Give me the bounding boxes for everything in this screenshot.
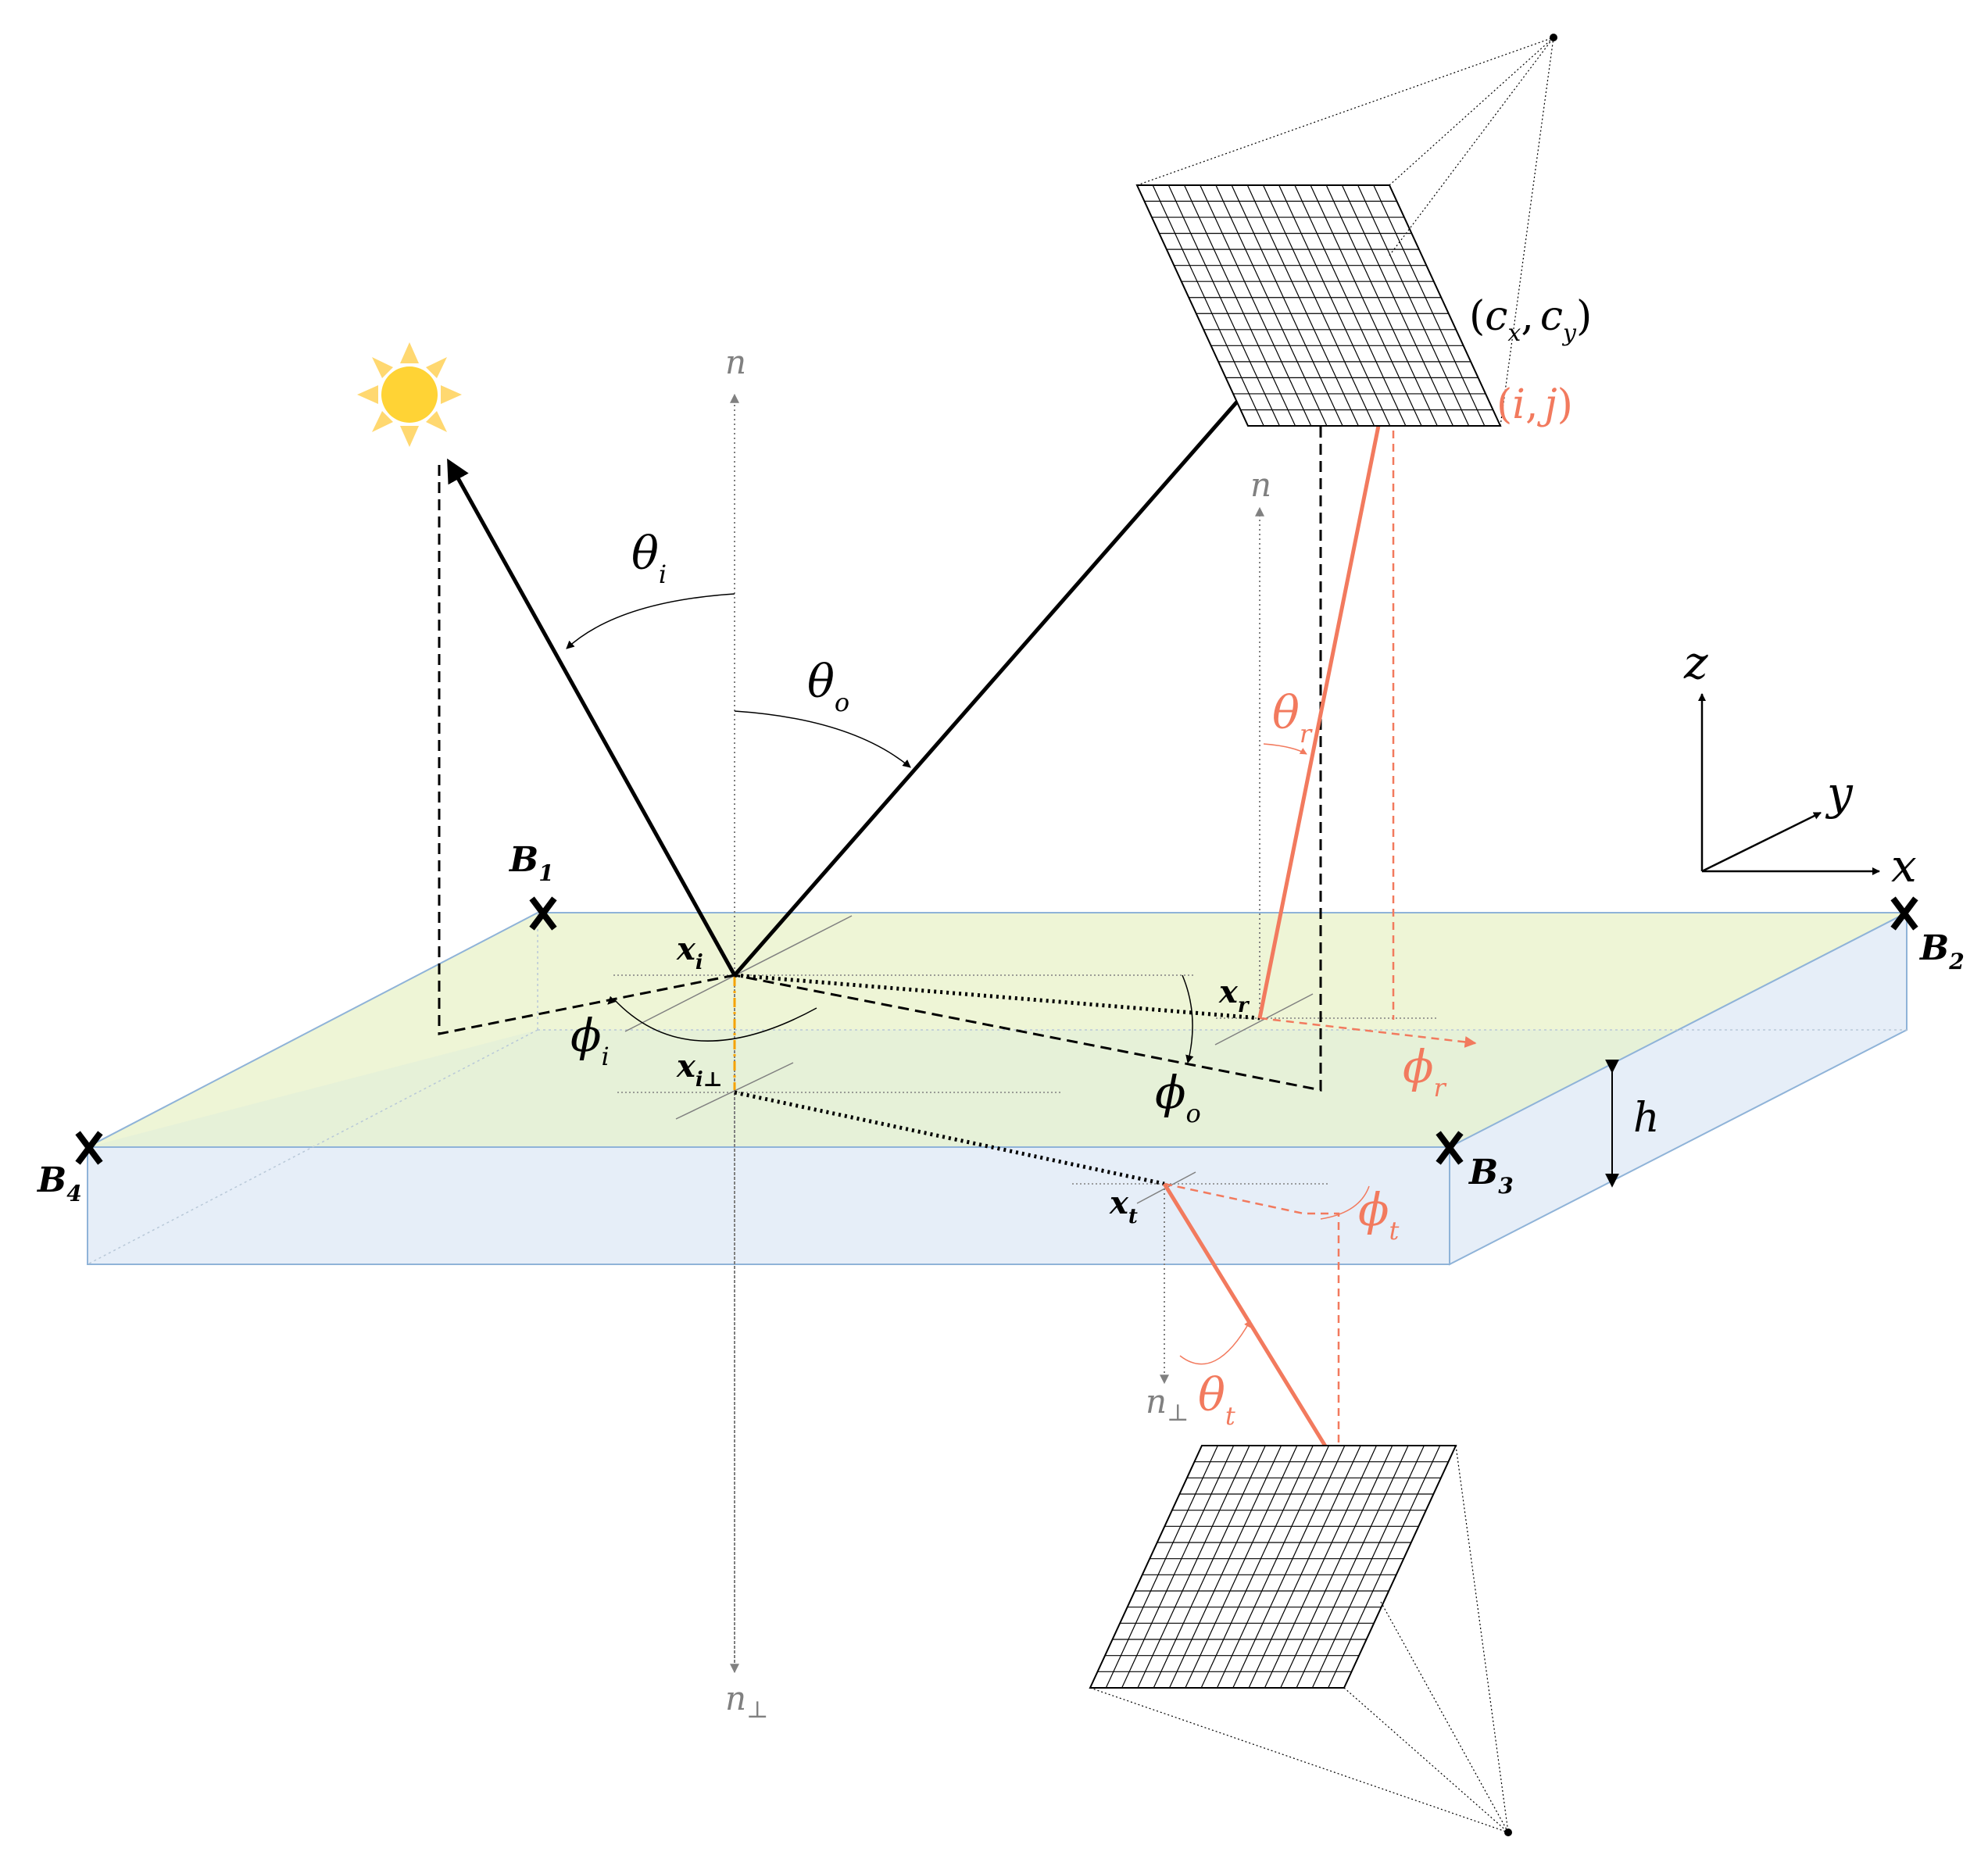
label-x-i: xi	[676, 931, 703, 974]
grid-line	[1185, 1445, 1298, 1689]
top-camera	[1135, 34, 1557, 427]
label-x-r: xr	[1218, 974, 1250, 1017]
label-theta-r: θr	[1272, 686, 1313, 749]
grid-line	[1264, 1445, 1377, 1689]
projection-lines	[438, 306, 1322, 1092]
label-b1: B1	[508, 840, 554, 886]
grid-line	[1357, 184, 1470, 427]
label-cxcy: (cx,cy)	[1469, 293, 1592, 347]
incident-ray	[447, 458, 737, 977]
label-axis-y: y	[1825, 767, 1854, 820]
label-phi-o: ϕo	[1155, 1066, 1201, 1128]
grid-line	[1373, 184, 1486, 427]
grid-line	[1216, 1445, 1330, 1689]
slab-front-face	[87, 1146, 1450, 1265]
bottom-camera-pixel-grid	[1097, 1445, 1449, 1689]
corner-b1-x-mark-icon	[529, 896, 557, 931]
top-camera-frustum	[1136, 37, 1554, 427]
label-n-top: n	[725, 343, 746, 381]
bottom-camera	[1089, 1445, 1512, 1836]
grid-line	[1325, 184, 1438, 427]
slab-hidden-edge-c	[87, 1029, 538, 1265]
label-x-t: xt	[1109, 1185, 1138, 1228]
top-camera-center	[1550, 34, 1557, 41]
bottom-camera-center	[1504, 1828, 1512, 1836]
outgoing-ray	[733, 305, 1322, 977]
label-ij: (i,j)	[1496, 381, 1573, 428]
grid-line	[1105, 1445, 1218, 1689]
label-phi-t: ϕt	[1358, 1183, 1400, 1246]
labels: n n n⊥ n⊥ θi θo θr θt ϕi ϕo ϕr ϕt xi xr …	[36, 293, 1965, 1724]
grid-line	[1294, 184, 1407, 427]
label-axis-z: z	[1683, 636, 1708, 689]
dotted-paths	[734, 973, 1260, 1186]
label-n-perp-center: n⊥	[725, 1679, 768, 1724]
label-b4: B4	[36, 1160, 82, 1206]
label-axis-x: x	[1891, 839, 1917, 892]
grid-line	[1215, 184, 1328, 427]
grid-line	[1200, 1445, 1314, 1689]
grid-line	[1278, 184, 1391, 427]
bottom-camera-frustum	[1089, 1445, 1509, 1833]
grid-line	[1231, 184, 1343, 427]
grid-line	[1248, 1445, 1361, 1689]
corner-b2-x-mark-icon	[1890, 896, 1918, 931]
label-phi-i: ϕi	[570, 1009, 610, 1071]
grid-line	[1153, 1445, 1266, 1689]
rays	[447, 305, 1322, 977]
label-n-perp-right: n⊥	[1146, 1382, 1189, 1427]
grid-line	[1296, 1445, 1409, 1689]
label-b3: B3	[1468, 1153, 1514, 1199]
grid-line	[1246, 184, 1359, 427]
label-theta-i: θi	[631, 527, 667, 589]
grid-line	[1200, 184, 1312, 427]
label-x-i-perp: xi⊥	[676, 1048, 723, 1092]
grid-line	[1310, 184, 1422, 427]
grid-line	[1184, 184, 1296, 427]
grid-line	[1280, 1445, 1393, 1689]
grid-line	[1232, 1445, 1346, 1689]
grid-line	[1262, 184, 1375, 427]
label-theta-o: θo	[807, 655, 849, 717]
sun-icon	[357, 342, 462, 447]
grid-line	[1311, 1445, 1425, 1689]
label-phi-r: ϕr	[1403, 1040, 1447, 1103]
grid-line	[1328, 1445, 1441, 1689]
grid-line	[1137, 1445, 1250, 1689]
grid-line	[1121, 1445, 1235, 1689]
label-theta-t: θt	[1198, 1368, 1235, 1431]
slab-inner-tint	[88, 1030, 1907, 1147]
grid-line	[1169, 1445, 1282, 1689]
corner-b3-x-mark-icon	[1436, 1131, 1464, 1165]
coordinate-axes	[1698, 693, 1880, 875]
grid-line	[1341, 184, 1453, 427]
angle-arcs	[566, 593, 1307, 1064]
label-b2: B2	[1918, 928, 1965, 974]
label-h: h	[1633, 1095, 1660, 1142]
label-n-right: n	[1250, 466, 1271, 504]
corner-markers	[75, 896, 1918, 1165]
slab	[87, 911, 1908, 1266]
corner-b4-x-mark-icon	[75, 1131, 103, 1165]
grid-line	[1167, 184, 1280, 427]
grid-line	[1152, 184, 1264, 427]
top-camera-pixel-grid	[1144, 184, 1493, 427]
